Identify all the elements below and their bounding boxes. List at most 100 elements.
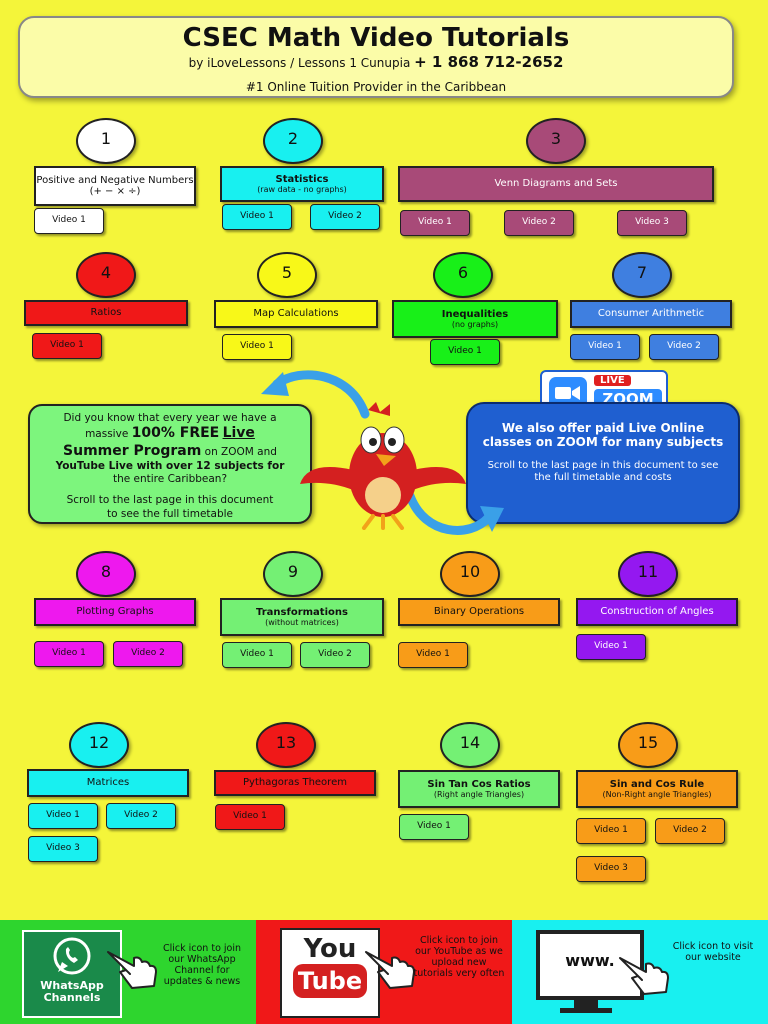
youtube-logo-tube: Tube	[293, 964, 367, 998]
promo-right-heading: We also offer paid Live Online classes o…	[482, 421, 724, 449]
video-button-2-1[interactable]: Video 1	[222, 204, 292, 230]
topic-label-7: Consumer Arithmetic	[570, 300, 732, 328]
topic-label-2: Statistics(raw data - no graphs)	[220, 166, 384, 202]
topic-label-5: Map Calculations	[214, 300, 378, 328]
youtube-icon[interactable]: You Tube	[280, 928, 380, 1018]
video-button-14-1[interactable]: Video 1	[399, 814, 469, 840]
header-banner: CSEC Math Video Tutorials by iLoveLesson…	[18, 16, 734, 98]
topic-number-14: 14	[440, 722, 500, 768]
topic-title: Construction of Angles	[600, 606, 714, 618]
monitor-base	[560, 1008, 612, 1013]
topic-title: Venn Diagrams and Sets	[494, 178, 618, 190]
topic-label-3: Venn Diagrams and Sets	[398, 166, 714, 202]
video-button-7-1[interactable]: Video 1	[570, 334, 640, 360]
video-button-8-1[interactable]: Video 1	[34, 641, 104, 667]
topic-title: Transformations	[256, 606, 348, 618]
promo-left-summer: Summer Program	[63, 442, 202, 459]
video-button-12-2[interactable]: Video 2	[106, 803, 176, 829]
youtube-logo-you: You	[303, 934, 357, 964]
topic-label-9: Transformations(without matrices)	[220, 598, 384, 636]
promo-left-line1: Did you know that every year we have a	[63, 412, 277, 424]
free-summer-program-box: Did you know that every year we have a m…	[28, 404, 312, 524]
page-title: CSEC Math Video Tutorials	[182, 23, 570, 53]
video-button-12-1[interactable]: Video 1	[28, 803, 98, 829]
byline-text: by iLoveLessons / Lessons 1 Cunupia	[188, 56, 411, 70]
promo-left-line6: Scroll to the last page in this document	[66, 494, 274, 507]
zoom-live-label: LIVE	[594, 375, 631, 386]
video-button-8-2[interactable]: Video 2	[113, 641, 183, 667]
monitor-stand	[574, 996, 598, 1008]
hand-pointer-icon	[107, 951, 157, 989]
website-logo-text: www.	[565, 951, 615, 970]
topic-subtitle: (raw data - no graphs)	[257, 185, 347, 195]
topic-title: Statistics	[275, 173, 329, 185]
video-button-3-2[interactable]: Video 2	[504, 210, 574, 236]
topic-number-6: 6	[433, 252, 493, 298]
video-button-3-3[interactable]: Video 3	[617, 210, 687, 236]
promo-right-sub: Scroll to the last page in this document…	[487, 459, 719, 483]
zoom-camera-icon	[549, 377, 587, 409]
video-button-15-3[interactable]: Video 3	[576, 856, 646, 882]
video-button-15-2[interactable]: Video 2	[655, 818, 725, 844]
topic-number-9: 9	[263, 551, 323, 597]
topic-subtitle: (no graphs)	[451, 320, 499, 330]
video-button-4-1[interactable]: Video 1	[32, 333, 102, 359]
promo-left-line7: to see the full timetable	[106, 507, 233, 520]
video-button-6-1[interactable]: Video 1	[430, 339, 500, 365]
topic-number-5: 5	[257, 252, 317, 298]
topic-number-12: 12	[69, 722, 129, 768]
video-button-12-3[interactable]: Video 3	[28, 836, 98, 862]
tagline: #1 Online Tuition Provider in the Caribb…	[245, 80, 507, 94]
mascot-bird-icon	[300, 402, 466, 530]
topic-label-15: Sin and Cos Rule(Non-Right angle Triangl…	[576, 770, 738, 808]
video-button-13-1[interactable]: Video 1	[215, 804, 285, 830]
topic-number-1: 1	[76, 118, 136, 164]
topic-number-4: 4	[76, 252, 136, 298]
topic-number-10: 10	[440, 551, 500, 597]
footer-website[interactable]: www. Click icon to visit our website	[512, 920, 768, 1024]
topic-title: Map Calculations	[253, 308, 339, 320]
topic-number-2: 2	[263, 118, 323, 164]
promo-left-line5: the entire Caribbean?	[112, 473, 228, 486]
video-button-10-1[interactable]: Video 1	[398, 642, 468, 668]
video-button-9-2[interactable]: Video 2	[300, 642, 370, 668]
topic-title: Matrices	[86, 777, 130, 789]
topic-label-6: Inequalities(no graphs)	[392, 300, 558, 338]
topic-subtitle: (Right angle Triangles)	[433, 790, 525, 800]
topic-title: Sin and Cos Rule	[609, 778, 705, 790]
topic-label-14: Sin Tan Cos Ratios(Right angle Triangles…	[398, 770, 560, 808]
video-button-3-1[interactable]: Video 1	[400, 210, 470, 236]
video-button-1-1[interactable]: Video 1	[34, 208, 104, 234]
footer-youtube[interactable]: You Tube Click icon to join our YouTube …	[256, 920, 512, 1024]
topic-subtitle: (Non-Right angle Triangles)	[602, 790, 712, 800]
youtube-text: Click icon to join our YouTube as we upl…	[413, 935, 505, 979]
topic-label-13: Pythagoras Theorem	[214, 770, 376, 796]
video-button-2-2[interactable]: Video 2	[310, 204, 380, 230]
topic-title: Ratios	[90, 307, 122, 319]
topic-label-4: Ratios	[24, 300, 188, 326]
video-button-15-1[interactable]: Video 1	[576, 818, 646, 844]
video-button-11-1[interactable]: Video 1	[576, 634, 646, 660]
promo-left-line4: YouTube Live with over 12 subjects for	[55, 460, 285, 473]
website-text: Click icon to visit our website	[672, 941, 754, 963]
topic-title: Pythagoras Theorem	[243, 777, 347, 789]
footer-whatsapp[interactable]: WhatsApp Channels Click icon to join our…	[0, 920, 256, 1024]
byline: by iLoveLessons / Lessons 1 Cunupia + 1 …	[20, 53, 732, 71]
phone-number: + 1 868 712-2652	[414, 53, 564, 71]
promo-left-line3: Summer Program on ZOOM and	[40, 443, 300, 461]
topic-title: Binary Operations	[433, 606, 525, 618]
hand-pointer-icon	[619, 957, 669, 995]
video-button-9-1[interactable]: Video 1	[222, 642, 292, 668]
topic-title: Consumer Arithmetic	[597, 308, 705, 320]
promo-left-free: 100% FREE	[131, 425, 220, 442]
whatsapp-text: Click icon to join our WhatsApp Channel …	[162, 943, 242, 987]
topic-title: Plotting Graphs	[76, 606, 154, 618]
topic-label-11: Construction of Angles	[576, 598, 738, 626]
topic-label-1: Positive and Negative Numbers (+ − × ÷)	[34, 166, 196, 206]
video-button-7-2[interactable]: Video 2	[649, 334, 719, 360]
video-button-5-1[interactable]: Video 1	[222, 334, 292, 360]
topic-number-15: 15	[618, 722, 678, 768]
topic-title: Sin Tan Cos Ratios	[427, 778, 531, 790]
topic-number-7: 7	[612, 252, 672, 298]
topic-number-13: 13	[256, 722, 316, 768]
